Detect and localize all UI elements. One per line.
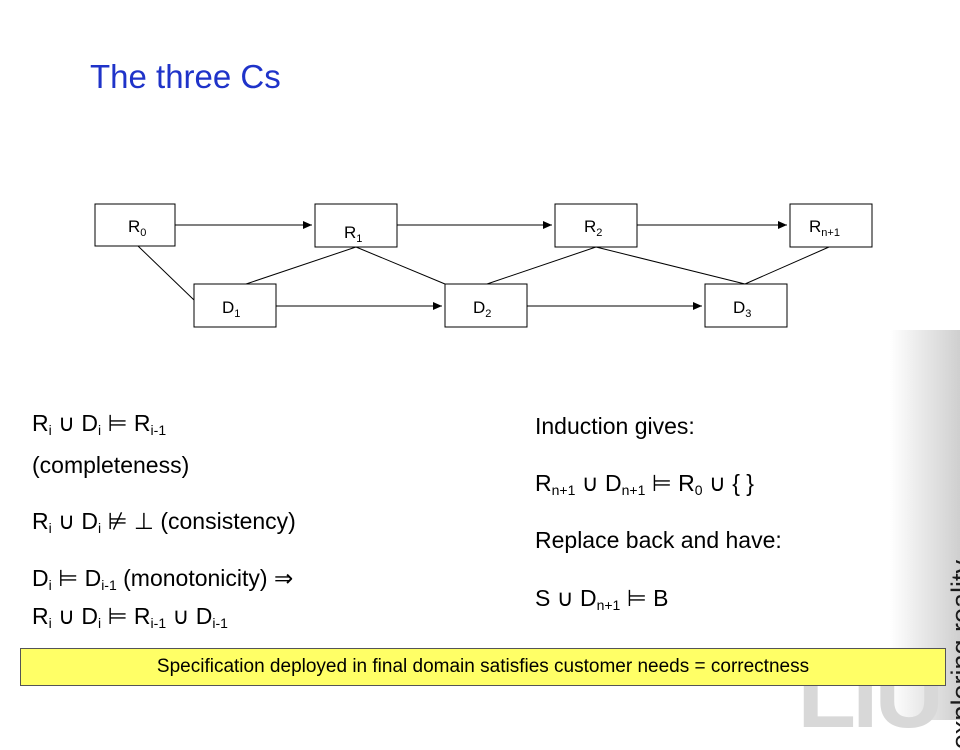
arrowhead-d2 [433, 302, 442, 310]
node-rn1: Rn+1 [809, 217, 840, 239]
box-d3 [704, 283, 788, 328]
induction-heading: Induction gives: [535, 413, 695, 439]
box-r2 [554, 203, 638, 248]
box-d2 [444, 283, 528, 328]
node-d2: D2 [473, 298, 491, 320]
node-r1: R1 [344, 223, 362, 245]
refinement-diagram: R0 R1 R2 Rn+1 D1 D2 D3 [94, 203, 873, 328]
edge-d2-r2 [486, 246, 597, 285]
arrowhead-r1 [303, 221, 312, 229]
edge-r0-d1 [137, 245, 195, 301]
completeness-formula: Ri ∪ Di ⊨ Ri-1 [32, 410, 167, 438]
side-tagline: exploring reality [946, 560, 960, 750]
arrowhead-rn1 [778, 221, 787, 229]
final-formula: S ∪ Dn+1 ⊨ B [535, 585, 669, 613]
replace-heading: Replace back and have: [535, 527, 782, 553]
box-rn1 [789, 203, 873, 248]
node-d3: D3 [733, 298, 751, 320]
box-r1 [314, 203, 398, 248]
arrowhead-r2 [543, 221, 552, 229]
edge-r2-d3 [595, 246, 746, 285]
box-d1 [193, 283, 277, 328]
correctness-banner: Specification deployed in final domain s… [20, 648, 946, 686]
monotonicity-formula: Di ⊨ Di-1 (monotonicity) ⇒ [32, 565, 294, 593]
consistency-formula: Ri ∪ Di ⊭ ⊥ (consistency) [32, 508, 296, 536]
slide: LiU exploring reality The three Cs [20, 58, 960, 749]
completeness-label: (completeness) [32, 452, 190, 478]
node-r2: R2 [584, 217, 602, 239]
edge-d1-r1 [245, 246, 357, 285]
box-r0 [94, 203, 176, 247]
page-title: The three Cs [90, 58, 281, 95]
monotonicity-consequence: Ri ∪ Di ⊨ Ri-1 ∪ Di-1 [32, 603, 228, 631]
edge-r1-d2 [355, 246, 446, 285]
edge-d3-rn1 [744, 246, 830, 285]
node-d1: D1 [222, 298, 240, 320]
induction-formula: Rn+1 ∪ Dn+1 ⊨ R0 ∪ { } [535, 470, 754, 498]
node-r0: R0 [128, 217, 146, 239]
arrowhead-d3 [693, 302, 702, 310]
